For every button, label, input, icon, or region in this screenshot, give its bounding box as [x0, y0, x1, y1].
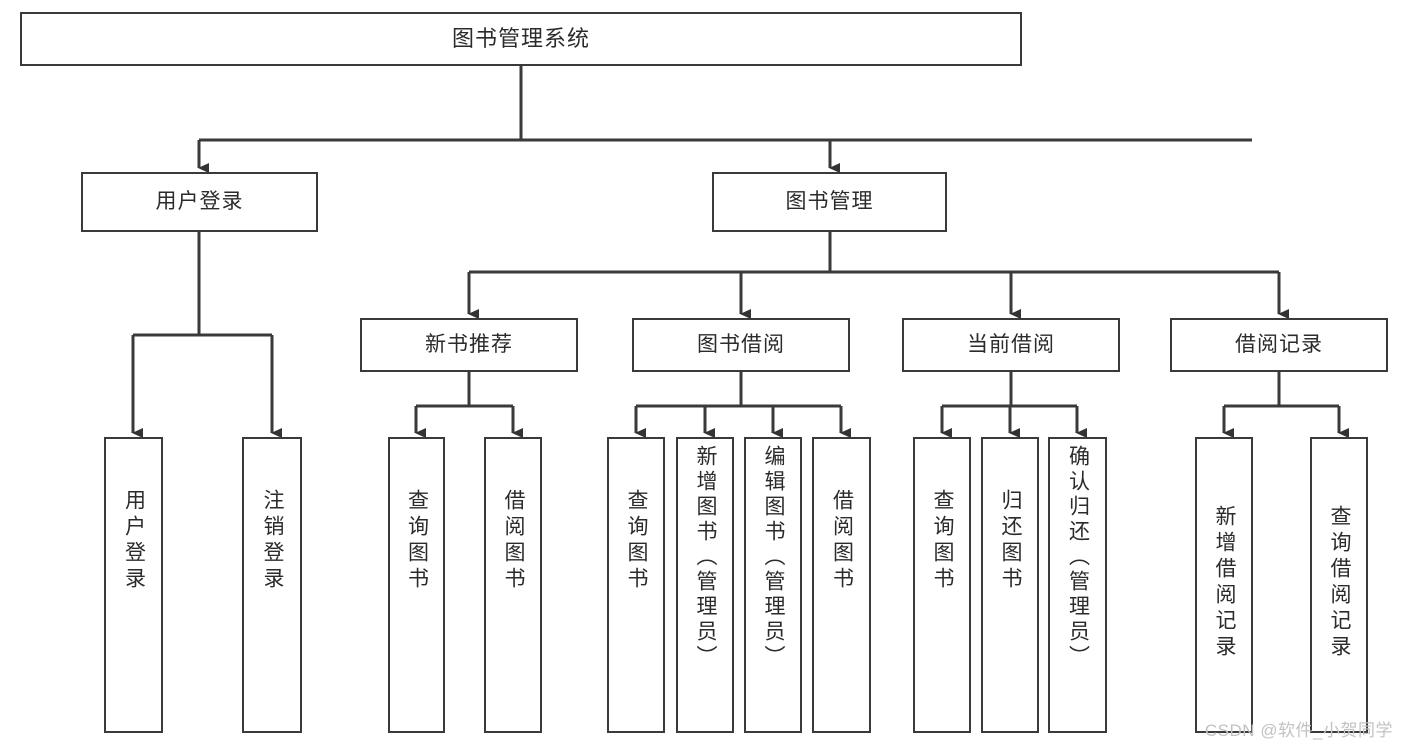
leaf-query-book-borrow[interactable]: 查询图书 [607, 437, 665, 733]
node-root[interactable]: 图书管理系统 [20, 12, 1022, 66]
node-new-book-rec-label: 新书推荐 [425, 333, 513, 357]
leaf-return-book[interactable]: 归还图书 [981, 437, 1039, 733]
leaf-query-book-current-label: 查询图书 [931, 489, 955, 593]
leaf-confirm-return-label: 确认归还（管理员） [1066, 445, 1090, 670]
node-current-borrow[interactable]: 当前借阅 [902, 318, 1120, 372]
node-user-login[interactable]: 用户登录 [81, 172, 318, 232]
leaf-add-borrow-record[interactable]: 新增借阅记录 [1195, 437, 1253, 733]
leaf-confirm-return[interactable]: 确认归还（管理员） [1048, 437, 1107, 733]
leaf-borrow-book-rec-label: 借阅图书 [502, 489, 526, 593]
leaf-query-book-current[interactable]: 查询图书 [913, 437, 971, 733]
node-borrow-record-label: 借阅记录 [1235, 333, 1323, 357]
node-new-book-rec[interactable]: 新书推荐 [360, 318, 578, 372]
leaf-logout-login[interactable]: 注销登录 [242, 437, 302, 733]
node-book-manage-label: 图书管理 [785, 190, 874, 214]
node-book-manage[interactable]: 图书管理 [712, 172, 947, 232]
leaf-borrow-book-label: 借阅图书 [830, 489, 854, 593]
leaf-borrow-book[interactable]: 借阅图书 [812, 437, 871, 733]
node-borrow-record[interactable]: 借阅记录 [1170, 318, 1388, 372]
leaf-query-book-rec-label: 查询图书 [405, 489, 429, 593]
leaf-user-login[interactable]: 用户登录 [104, 437, 163, 733]
watermark: CSDN @软件_小贺同学 [1204, 721, 1393, 740]
leaf-add-borrow-record-label: 新增借阅记录 [1213, 505, 1237, 661]
leaf-query-borrow-record-label: 查询借阅记录 [1328, 505, 1352, 661]
leaf-add-book-admin[interactable]: 新增图书（管理员） [676, 437, 734, 733]
leaf-query-book-borrow-label: 查询图书 [625, 489, 649, 593]
node-root-label: 图书管理系统 [451, 25, 590, 51]
leaf-return-book-label: 归还图书 [999, 489, 1023, 593]
node-current-borrow-label: 当前借阅 [967, 333, 1055, 357]
node-book-borrow[interactable]: 图书借阅 [632, 318, 850, 372]
leaf-add-book-admin-label: 新增图书（管理员） [694, 445, 718, 670]
leaf-user-login-label: 用户登录 [122, 489, 146, 593]
node-book-borrow-label: 图书借阅 [697, 333, 785, 357]
leaf-edit-book-admin-label: 编辑图书（管理员） [762, 445, 786, 670]
leaf-logout-login-label: 注销登录 [261, 489, 285, 593]
leaf-edit-book-admin[interactable]: 编辑图书（管理员） [744, 437, 802, 733]
node-user-login-label: 用户登录 [155, 190, 244, 214]
leaf-borrow-book-rec[interactable]: 借阅图书 [484, 437, 542, 733]
leaf-query-borrow-record[interactable]: 查询借阅记录 [1310, 437, 1368, 733]
leaf-query-book-rec[interactable]: 查询图书 [388, 437, 445, 733]
